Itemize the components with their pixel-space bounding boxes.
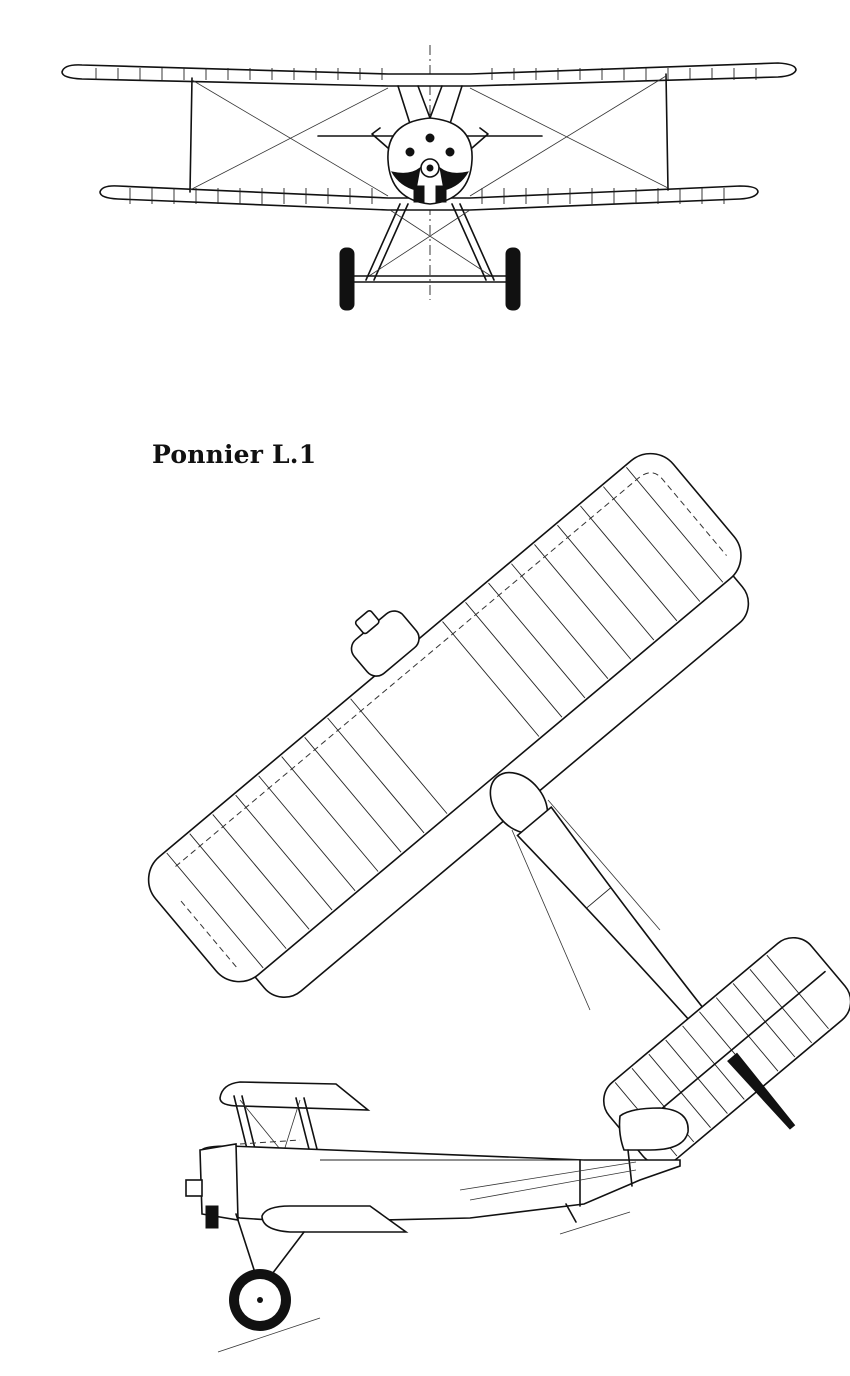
- wing-rib: [715, 997, 779, 1072]
- wing-rib: [258, 775, 356, 892]
- wing-rib: [442, 621, 540, 737]
- wing-rib: [557, 524, 655, 641]
- wing-rib: [580, 505, 678, 622]
- wing-rib: [189, 833, 287, 949]
- top-upper-wing: [147, 452, 742, 983]
- wing-rib: [488, 582, 586, 699]
- wing-rib: [511, 563, 609, 679]
- wing-rib: [235, 794, 333, 911]
- wing-rib: [732, 983, 796, 1058]
- wing-rib: [626, 467, 724, 583]
- wing-rib: [465, 602, 563, 718]
- wing-rib: [766, 954, 829, 1030]
- aircraft-title: Ponnier L.1: [152, 440, 317, 469]
- wing-rib: [648, 1053, 711, 1129]
- wing-rib: [327, 717, 425, 834]
- wing-rib: [534, 544, 632, 660]
- side-view: [185, 1081, 689, 1353]
- front-upper-wing: [61, 62, 797, 87]
- side-wheel: [229, 1269, 291, 1331]
- wing-rib: [603, 486, 701, 602]
- side-rudder: [618, 1107, 689, 1151]
- front-lower-wing: [99, 185, 759, 211]
- top-tailplane: [602, 936, 850, 1166]
- engine-cowling: [387, 117, 473, 205]
- wing-rib: [665, 1039, 728, 1114]
- wing-rib: [749, 969, 813, 1044]
- wing-rib: [682, 1025, 745, 1100]
- top-view: [147, 452, 850, 1166]
- side-lower-wing: [261, 1205, 409, 1233]
- wing-rib: [304, 737, 402, 853]
- front-undercarriage: [339, 203, 521, 311]
- front-view: [61, 45, 797, 311]
- side-upper-wing: [219, 1081, 371, 1111]
- wing-rib: [350, 698, 448, 814]
- wing-rib: [166, 852, 264, 969]
- wing-rib: [281, 756, 379, 872]
- wing-rib: [212, 814, 310, 930]
